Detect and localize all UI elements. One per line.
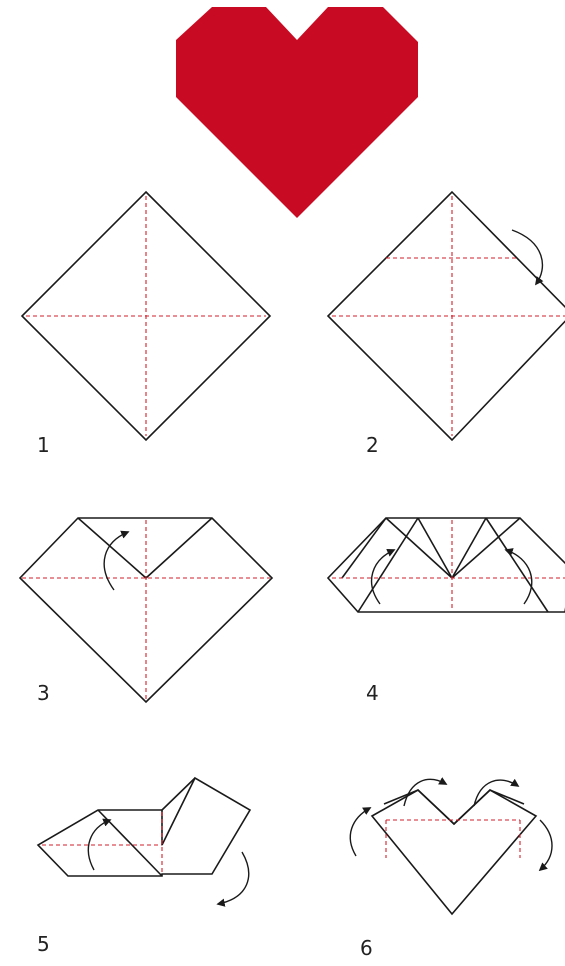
step-2-diagram	[328, 192, 565, 440]
step-5-diagram	[38, 778, 250, 904]
step-1-diagram	[22, 192, 270, 440]
fold-arrow	[372, 550, 394, 604]
step-4-diagram	[328, 518, 565, 612]
fold-arrow	[540, 820, 552, 870]
step-number-4: 4	[366, 681, 379, 705]
step-3-diagram	[20, 518, 272, 702]
step-number-1: 1	[37, 433, 50, 457]
step-6-diagram	[350, 779, 552, 914]
step-number-2: 2	[366, 433, 379, 457]
fold-arrow	[104, 532, 128, 590]
fold-arrow	[506, 550, 532, 604]
step-number-3: 3	[37, 681, 50, 705]
finished-heart	[176, 7, 418, 218]
step-number-6: 6	[360, 936, 373, 960]
fold-arrow	[350, 808, 370, 856]
step-number-5: 5	[37, 932, 50, 956]
fold-arrow	[218, 852, 249, 904]
